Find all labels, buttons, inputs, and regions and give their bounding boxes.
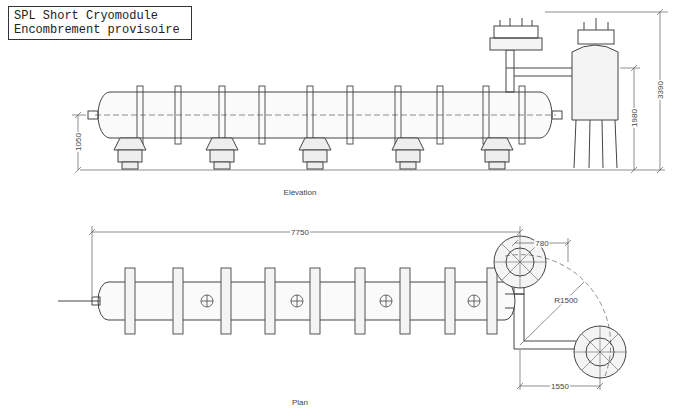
dimension-label: 7750 bbox=[290, 228, 310, 237]
dimension-label: 3390 bbox=[656, 80, 665, 100]
view-caption: Elévation bbox=[283, 188, 318, 197]
dimension-label: R1500 bbox=[553, 296, 579, 305]
dimension-label: 1550 bbox=[550, 382, 570, 391]
dimension-label: 1050 bbox=[74, 132, 83, 152]
dimension-label: 780 bbox=[534, 239, 549, 248]
title-block: SPL Short Cryomodule Encombrement provis… bbox=[8, 6, 192, 40]
dimension-label: 1980 bbox=[630, 108, 639, 128]
view-caption: Plan bbox=[291, 398, 309, 407]
plan-view bbox=[58, 226, 626, 390]
